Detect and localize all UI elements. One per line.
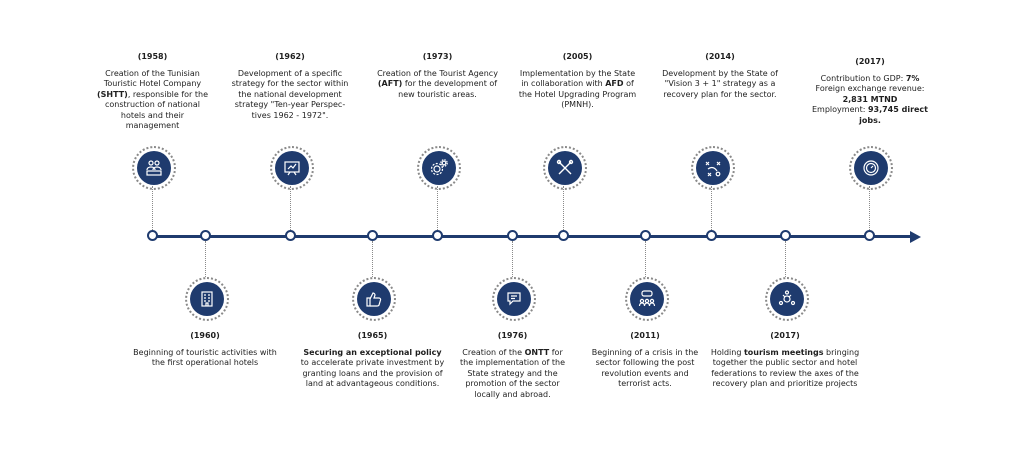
people-chat-icon — [625, 277, 669, 321]
connector-2005 — [563, 186, 564, 230]
timeline-arrowhead — [910, 230, 921, 243]
gears-icon — [417, 146, 461, 190]
event-text: for the development of new touristic are… — [398, 79, 498, 99]
connector-1962 — [290, 186, 291, 230]
event-1976: (1976) Creation of the ONTT for the impl… — [460, 331, 565, 400]
event-year: (1973) — [422, 52, 453, 61]
event-text: Holding — [710, 347, 744, 357]
event-year: (1958) — [137, 52, 168, 61]
connector-1965 — [372, 241, 373, 277]
timeline-dot-1960 — [200, 230, 211, 241]
event-1973: (1973) Creation of the Tourist Agency (A… — [370, 52, 505, 100]
connector-1958 — [152, 186, 153, 230]
event-text-bold: Securing an exceptional policy — [303, 347, 442, 357]
event-year: (1960) — [190, 331, 220, 340]
event-text: Creation of the Tunisian Touristic Hotel… — [103, 68, 202, 89]
connector-2011 — [645, 241, 646, 277]
timeline-dot-2005 — [558, 230, 569, 241]
event-year: (2014) — [705, 52, 735, 61]
fx-value: 2,831 MTND — [842, 94, 898, 104]
event-text: Beginning of a crisis in the sector foll… — [591, 347, 699, 389]
event-year: (1965) — [357, 331, 388, 340]
building-icon — [185, 277, 229, 321]
event-1965: (1965) Securing an exceptional policy to… — [300, 331, 445, 390]
event-2017-meetings: (2017) Holding tourism meetings bringing… — [710, 331, 860, 390]
event-1960: (1960) Beginning of touristic activities… — [130, 331, 280, 369]
event-text: Development by the State of "Vision 3 + … — [662, 68, 778, 99]
tools-icon — [543, 146, 587, 190]
gauge-icon — [849, 146, 893, 190]
gdp-value: 7% — [905, 73, 920, 83]
hotel-staff-icon — [132, 146, 176, 190]
timeline-dot-1962 — [285, 230, 296, 241]
event-text: Beginning of touristic activities with t… — [133, 347, 277, 368]
fx-label: Foreign exchange revenue: — [815, 84, 925, 93]
connector-2014 — [711, 186, 712, 230]
event-year: (2005) — [562, 52, 593, 61]
thumbs-up-icon — [352, 277, 396, 321]
event-year: (2011) — [630, 331, 660, 340]
event-1962: (1962) Development of a specific strateg… — [230, 52, 350, 121]
connector-1976 — [512, 241, 513, 277]
gdp-label: Contribution to GDP: — [820, 73, 906, 83]
connector-2017-stats — [869, 186, 870, 230]
timeline-dot-1973 — [432, 230, 443, 241]
event-text: Creation of the Tourist Agency — [377, 68, 498, 78]
game-plan-icon — [691, 146, 735, 190]
event-year: (2017) — [855, 57, 885, 66]
event-text: of the Hotel Upgrading Program (PMNH). — [518, 79, 637, 109]
strategy-board-icon — [270, 146, 314, 190]
event-year: (2017) — [770, 331, 800, 340]
timeline-dot-2014 — [706, 230, 717, 241]
event-2014: (2014) Development by the State of "Visi… — [655, 52, 785, 100]
connector-2017-meetings — [785, 241, 786, 277]
event-2005: (2005) Implementation by the State in co… — [515, 52, 640, 111]
timeline-dot-1958 — [147, 230, 158, 241]
event-text-bold: (AFT) — [377, 79, 403, 88]
meeting-icon — [765, 277, 809, 321]
event-2011: (2011) Beginning of a crisis in the sect… — [585, 331, 705, 390]
timeline-axis — [152, 235, 912, 238]
event-text: Implementation by the State in collabora… — [519, 68, 636, 89]
event-text: bringing together the public sector and … — [711, 347, 860, 389]
event-text-bold: tourism meetings — [743, 347, 824, 357]
event-year: (1976) — [497, 331, 528, 340]
employment-label: Employment: — [812, 105, 868, 114]
event-2017-stats: (2017) Contribution to GDP: 7% Foreign e… — [800, 57, 940, 126]
event-text: for the implementation of the State stra… — [460, 347, 565, 399]
event-1958: (1958) Creation of the Tunisian Touristi… — [95, 52, 210, 132]
timeline-dot-2011 — [640, 230, 651, 241]
event-text-bold: AFD — [605, 79, 624, 88]
event-text-bold: ONTT — [524, 347, 550, 357]
event-text: to accelerate private investment by gran… — [300, 358, 445, 388]
timeline-dot-1976 — [507, 230, 518, 241]
event-text: , responsible for the construction of na… — [105, 89, 209, 131]
event-text-bold: (SHTT) — [96, 89, 128, 99]
event-text: Creation of the — [462, 347, 525, 357]
timeline-dot-2017-stats — [864, 230, 875, 241]
speech-hand-icon — [492, 277, 536, 321]
employment-value: 93,745 direct jobs. — [859, 105, 928, 125]
timeline-dot-1965 — [367, 230, 378, 241]
event-text: Development of a specific strategy for t… — [231, 68, 349, 120]
event-year: (1962) — [275, 52, 305, 61]
connector-1973 — [437, 186, 438, 230]
timeline-dot-2017-meetings — [780, 230, 791, 241]
connector-1960 — [205, 241, 206, 277]
